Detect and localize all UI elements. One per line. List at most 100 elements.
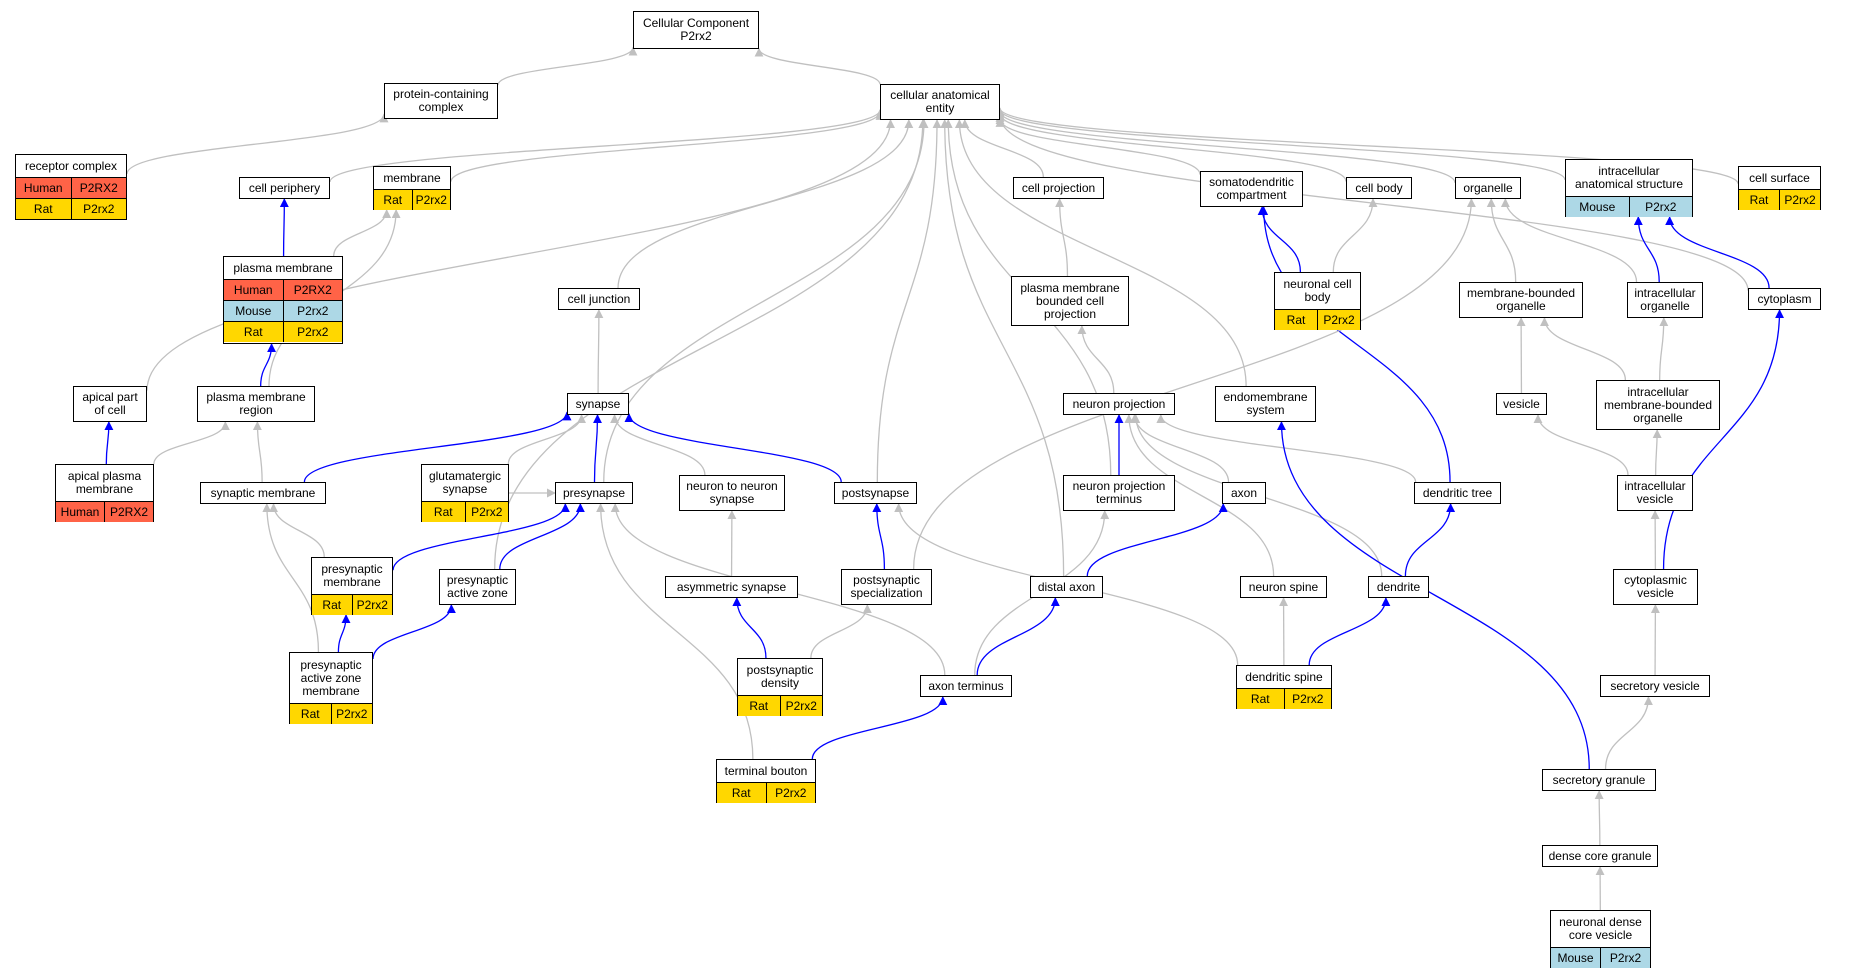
edge-post-to-syn	[624, 413, 842, 483]
node-label: intracellular membrane-bounded organelle	[1603, 384, 1713, 425]
node-apical-part-of-cell[interactable]: apical part of cell	[73, 386, 147, 422]
node-endomembrane-system[interactable]: endomembrane system	[1215, 386, 1316, 422]
node-secretory-granule[interactable]: secretory granule	[1542, 769, 1656, 791]
edge-cv-to-cyto	[1662, 309, 1785, 570]
node-axon[interactable]: axon	[1222, 482, 1266, 504]
node-intracellular-anatomical-structure[interactable]: intracellular anatomical structure Mouse…	[1565, 159, 1693, 217]
edge-apm-to-pmr	[153, 421, 230, 465]
gene-cell: P2rx2	[464, 502, 508, 522]
node-cytoplasm[interactable]: cytoplasm	[1748, 288, 1821, 310]
edge-cae-to-root	[754, 47, 881, 85]
node-label: plasma membrane bounded cell projection	[1020, 280, 1120, 321]
node-presynapse[interactable]: presynapse	[555, 482, 633, 504]
gene-cell: P2rx2	[330, 704, 372, 724]
gene-cell: P2rx2	[351, 595, 392, 615]
edge-prem-to-pre	[392, 503, 570, 571]
node-cell-body[interactable]: cell body	[1346, 177, 1412, 199]
edge-ps-to-post	[872, 503, 886, 570]
node-cell-projection[interactable]: cell projection	[1013, 177, 1104, 199]
edge-n2n-to-syn	[610, 414, 706, 476]
species-cell: Mouse	[1551, 948, 1600, 968]
node-neuron-spine[interactable]: neuron spine	[1240, 576, 1327, 598]
edge-prem-to-sm	[269, 503, 325, 558]
node-label: presynaptic active zone	[446, 573, 509, 600]
node-label: vesicle	[1503, 396, 1540, 411]
node-organelle[interactable]: organelle	[1455, 177, 1521, 199]
node-somatodendritic-compartment[interactable]: somatodendritic compartment	[1200, 171, 1303, 207]
edge-org-to-cae	[995, 110, 1456, 184]
node-neuron-projection[interactable]: neuron projection	[1063, 393, 1175, 415]
node-presynaptic-active-zone[interactable]: presynaptic active zone	[439, 569, 516, 605]
species-cell: Rat	[1739, 190, 1779, 210]
node-protein-containing-complex[interactable]: protein-containing complex	[384, 83, 498, 119]
edge-sm-to-pmr	[252, 421, 263, 483]
gene-cell: P2rx2	[282, 301, 342, 321]
node-label: dendritic tree	[1422, 485, 1493, 500]
node-vesicle[interactable]: vesicle	[1496, 393, 1547, 415]
node-intracellular-membrane-bounded-organelle[interactable]: intracellular membrane-bounded organelle	[1596, 380, 1720, 430]
node-dendrite[interactable]: dendrite	[1368, 576, 1429, 598]
node-label: neuron projection terminus	[1072, 479, 1166, 506]
node-cellular-anatomical-entity[interactable]: cellular anatomical entity	[880, 84, 1000, 120]
node-cell-junction[interactable]: cell junction	[558, 288, 640, 310]
node-label: protein-containing complex	[393, 87, 489, 114]
node-distal-axon[interactable]: distal axon	[1030, 576, 1103, 598]
edge-iorg-to-org	[1500, 198, 1638, 283]
node-intracellular-vesicle[interactable]: intracellular vesicle	[1617, 475, 1693, 511]
node-postsynaptic-specialization[interactable]: postsynaptic specialization	[841, 569, 932, 605]
edge-nspine-to-nproj	[1124, 414, 1275, 577]
node-synapse[interactable]: synapse	[567, 393, 629, 415]
node-asymmetric-synapse[interactable]: asymmetric synapse	[665, 576, 798, 598]
node-membrane-bounded-organelle[interactable]: membrane-bounded organelle	[1459, 282, 1583, 318]
node-neuron-projection-terminus[interactable]: neuron projection terminus	[1063, 475, 1175, 511]
node-dendritic-tree[interactable]: dendritic tree	[1414, 482, 1501, 504]
edge-pm-to-mem	[333, 209, 392, 257]
node-cellular-component-root[interactable]: Cellular Component P2rx2	[633, 11, 759, 49]
node-postsynapse[interactable]: postsynapse	[834, 482, 917, 504]
node-plasma-membrane-region[interactable]: plasma membrane region	[197, 386, 315, 422]
species-cell: Rat	[738, 696, 780, 716]
node-secretory-vesicle[interactable]: secretory vesicle	[1600, 675, 1710, 697]
node-neuron-to-neuron-synapse[interactable]: neuron to neuron synapse	[679, 475, 785, 511]
node-intracellular-organelle[interactable]: intracellular organelle	[1627, 282, 1703, 318]
node-plasma-membrane-bounded-cell-projection[interactable]: plasma membrane bounded cell projection	[1011, 276, 1129, 326]
node-label: cell junction	[567, 291, 631, 306]
edge-pm-to-cper	[279, 198, 289, 257]
edge-apm-to-apc	[104, 421, 114, 465]
node-cytoplasmic-vesicle[interactable]: cytoplasmic vesicle	[1613, 569, 1698, 605]
node-synaptic-membrane[interactable]: synaptic membrane	[200, 482, 326, 504]
node-label: plasma membrane region	[206, 390, 306, 417]
node-label: plasma membrane	[233, 260, 333, 275]
node-label: membrane	[383, 170, 441, 185]
node-label: intracellular anatomical structure	[1574, 164, 1684, 191]
edge-sdc-to-cae	[995, 117, 1201, 175]
node-label: apical part of cell	[82, 390, 138, 417]
edge-tb-to-at	[811, 696, 948, 760]
node-label: asymmetric synapse	[676, 579, 787, 594]
node-axon-terminus[interactable]: axon terminus	[920, 675, 1012, 697]
node-label: cell periphery	[248, 180, 321, 195]
node-dense-core-granule[interactable]: dense core granule	[1542, 845, 1658, 867]
node-cell-periphery[interactable]: cell periphery	[239, 177, 330, 199]
node-label: neuronal cell body	[1283, 277, 1352, 304]
gene-cell: P2rx2	[765, 783, 815, 803]
